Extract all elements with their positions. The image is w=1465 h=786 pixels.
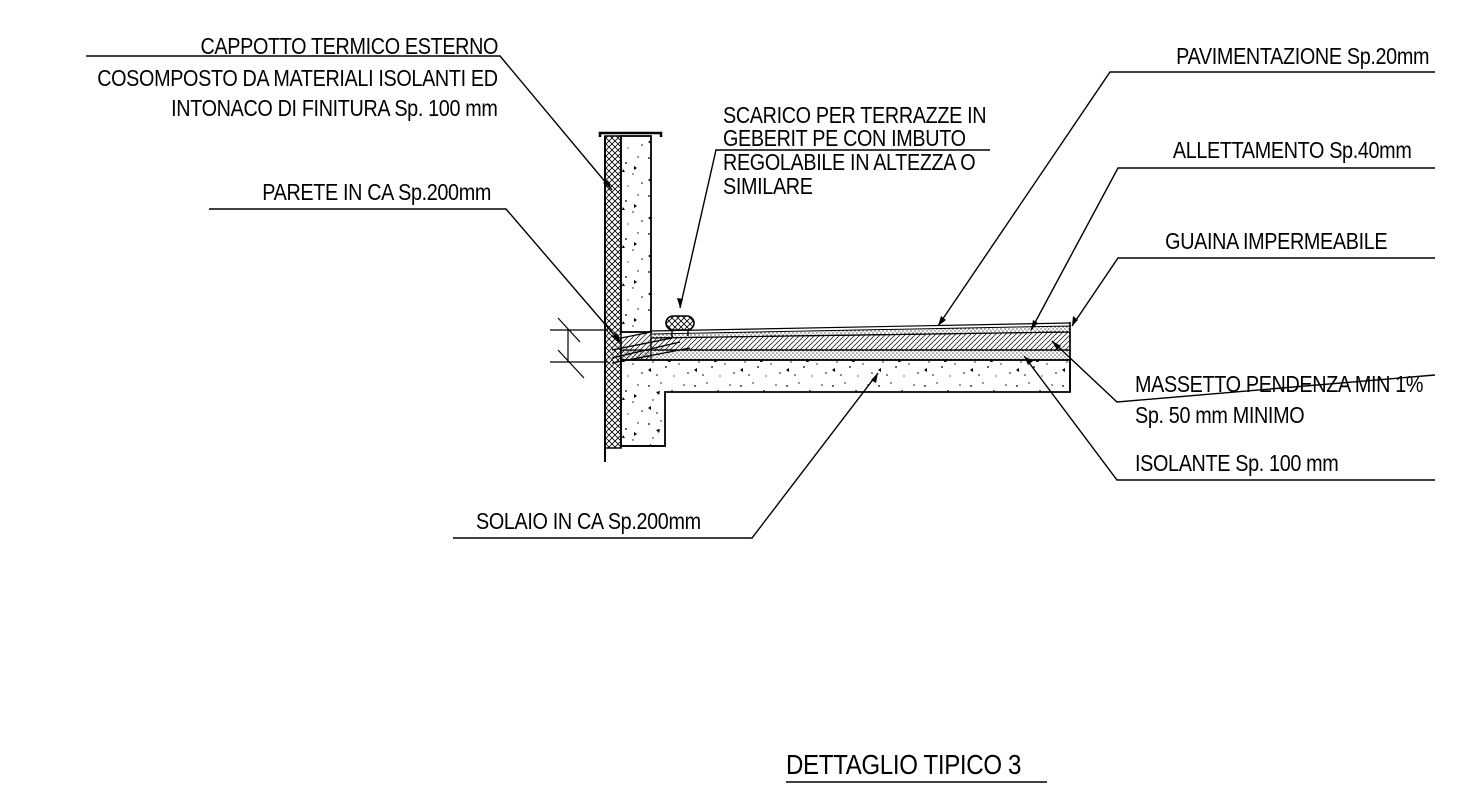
- leader-lines: [86, 55, 1436, 539]
- label-scarico-line3: REGOLABILE IN ALTEZZA O: [723, 149, 976, 175]
- floor-layers: [611, 322, 1071, 392]
- label-guaina: GUAINA IMPERMEABILE: [1164, 228, 1387, 254]
- label-isolante: ISOLANTE Sp. 100 mm: [1135, 450, 1339, 476]
- leader-arrowheads: [603, 180, 1078, 383]
- label-pavimentazione: PAVIMENTAZIONE Sp.20mm: [1176, 43, 1429, 69]
- label-allettamento: ALLETTAMENTO Sp.40mm: [1172, 137, 1411, 163]
- label-scarico-line1: SCARICO PER TERRAZZE IN: [723, 102, 987, 128]
- drawing-title: DETTAGLIO TIPICO 3: [786, 749, 1022, 780]
- label-scarico-line2: GEBERIT PE CON IMBUTO: [723, 125, 966, 151]
- label-scarico-line4: SIMILARE: [723, 173, 813, 199]
- label-cappotto-line1: CAPPOTTO TERMICO ESTERNO: [200, 33, 498, 59]
- label-massetto-line2: Sp. 50 mm MINIMO: [1135, 402, 1305, 428]
- label-solaio: SOLAIO IN CA Sp.200mm: [476, 508, 701, 534]
- wall-assembly: [598, 131, 1071, 462]
- label-massetto-line1: MASSETTO PENDENZA MIN 1%: [1135, 371, 1424, 397]
- level-dimension: [550, 317, 608, 379]
- drain-outlet: [665, 315, 695, 338]
- label-parete: PARETE IN CA Sp.200mm: [262, 179, 491, 205]
- label-cappotto-line3: INTONACO DI FINITURA Sp. 100 mm: [171, 95, 499, 121]
- label-cappotto-line2: COSOMPOSTO DA MATERIALI ISOLANTI ED: [97, 65, 499, 91]
